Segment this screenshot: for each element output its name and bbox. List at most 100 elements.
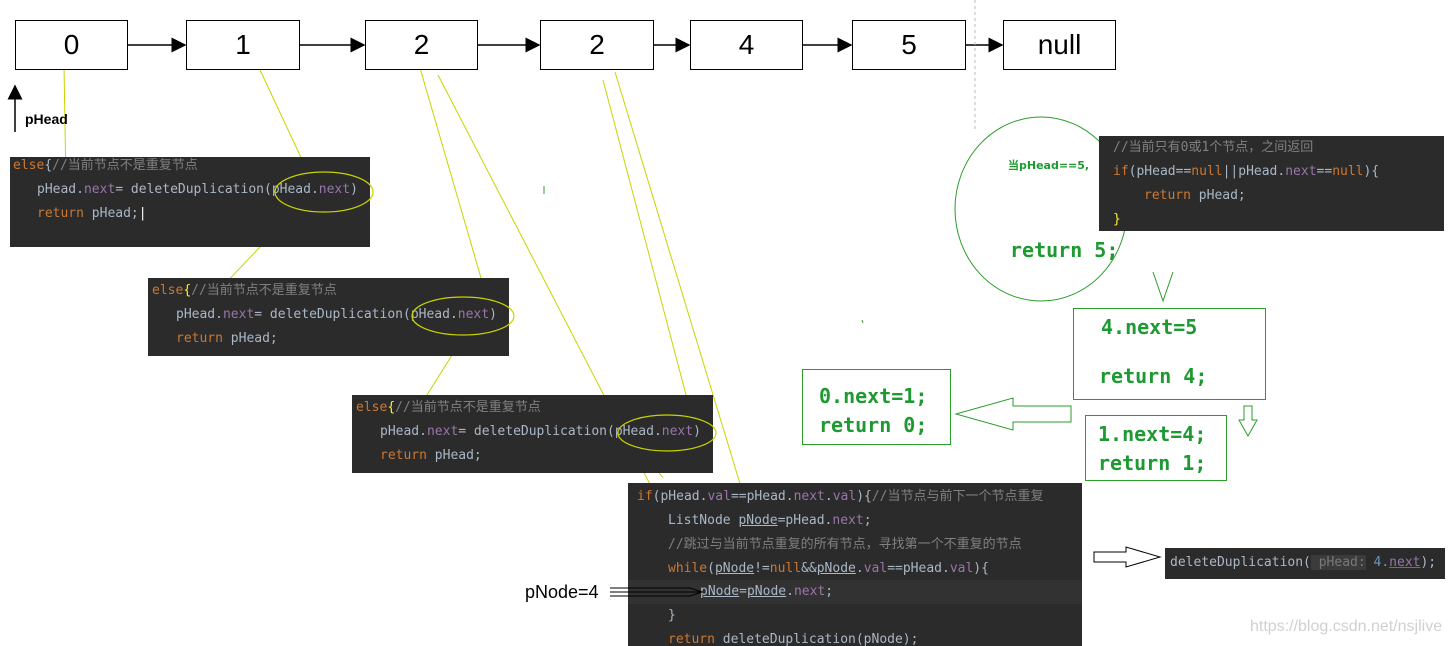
circle-condition-text: 当pHead==5, xyxy=(1008,159,1090,172)
code-text: ; xyxy=(863,513,872,528)
code-text: = deleteDuplication(pHead. xyxy=(115,182,319,197)
if-keyword: if xyxy=(1113,164,1129,179)
return-keyword: return xyxy=(1144,188,1191,203)
code-text: deleteDuplication( xyxy=(1170,555,1311,570)
pnode-var: pNode xyxy=(746,584,787,599)
code-text: } xyxy=(668,608,676,623)
code-text: ( xyxy=(707,561,715,576)
return-box-1: 1.next=4; return 1; xyxy=(1085,415,1227,481)
else-keyword: else xyxy=(356,400,388,415)
code-text: ==pHead. xyxy=(730,489,794,504)
return-box-text: return 4; xyxy=(1099,364,1208,388)
return-box-text: 0.next=1; xyxy=(819,384,928,408)
list-node-null: null xyxy=(1003,20,1116,70)
else-code-block-2: else{//当前节点不是重复节点 pHead. next= deleteDupl… xyxy=(148,278,509,356)
code-text: . xyxy=(824,489,833,504)
pnode-var: pNode xyxy=(700,584,740,599)
code-text: ){ xyxy=(973,561,989,576)
else-code-block-1: else{//当前节点不是重复节点 pHead.next= deleteDupl… xyxy=(10,157,370,247)
code-text: pHead; xyxy=(426,448,482,463)
else-keyword: else xyxy=(13,158,45,173)
return-box-text: return 0; xyxy=(819,413,928,437)
recursive-call-code-block: deleteDuplication( pHead: 4.next); xyxy=(1165,548,1445,579)
brace: { xyxy=(387,400,396,415)
next-field: next xyxy=(457,307,490,322)
code-comment: //当前节点不是重复节点 xyxy=(191,283,337,298)
code-text: } xyxy=(1113,212,1121,227)
next-field: next xyxy=(832,513,864,528)
code-text: (pHead. xyxy=(652,489,708,504)
code-text: . xyxy=(786,584,794,599)
code-comment: //当前只有0或1个节点，之间返回 xyxy=(1113,140,1314,155)
code-text: = deleteDuplication(pHead. xyxy=(254,307,458,322)
if-keyword: if xyxy=(637,489,653,504)
code-text: . xyxy=(855,561,864,576)
code-text: ) xyxy=(693,424,701,439)
return-keyword: return xyxy=(668,632,715,646)
code-text: pHead. xyxy=(176,307,223,322)
null-keyword: null xyxy=(1191,164,1223,179)
code-comment: //当节点与前下一个节点重复 xyxy=(871,489,1044,504)
code-text: pHead; xyxy=(222,331,278,346)
val-field: val xyxy=(863,561,888,576)
code-text: == xyxy=(1316,164,1333,179)
if-duplicate-code-block: if(pHead.val==pHead.next.val){//当节点与前下一个… xyxy=(628,483,1082,646)
val-field: val xyxy=(707,489,731,504)
else-keyword: else xyxy=(152,283,184,298)
next-field: next xyxy=(1389,555,1421,570)
return-box-0: 0.next=1; return 0; xyxy=(802,369,951,445)
phead-label: pHead xyxy=(25,111,68,127)
return-box-4: 4.next=5 return 4; xyxy=(1073,308,1266,400)
code-comment: //跳过与当前节点重复的所有节点，寻找第一个不重复的节点 xyxy=(668,537,1022,552)
highlight-ellipse-1 xyxy=(274,171,374,213)
list-node-2a: 2 xyxy=(365,20,478,70)
next-field: next xyxy=(426,424,459,439)
list-node-4: 4 xyxy=(690,20,803,70)
code-text: pHead. xyxy=(37,182,84,197)
code-text: =pHead. xyxy=(777,513,833,528)
code-text: pHead; xyxy=(1190,188,1246,203)
else-code-block-3: else{//当前节点不是重复节点 pHead.next= deleteDupl… xyxy=(352,395,713,473)
val-field: val xyxy=(832,489,857,504)
code-text: = deleteDuplication(pHead. xyxy=(458,424,662,439)
code-text: ); xyxy=(1420,555,1437,570)
list-node-2b: 2 xyxy=(540,20,654,70)
return-box-text: 1.next=4; xyxy=(1098,422,1207,446)
next-field: next xyxy=(83,182,116,197)
next-field: next xyxy=(1285,164,1317,179)
code-text: ){ xyxy=(1363,164,1380,179)
code-text: deleteDuplication(pNode); xyxy=(714,632,919,646)
null-keyword: null xyxy=(769,561,802,576)
down-chevron xyxy=(1152,271,1174,303)
pnode-var: pNode xyxy=(816,561,856,576)
return-box-text: return 1; xyxy=(1098,451,1207,475)
highlight-ellipse-2 xyxy=(411,296,515,336)
left-hollow-arrow xyxy=(954,397,1072,431)
code-text: ListNode xyxy=(668,513,739,528)
right-hollow-arrow xyxy=(1093,546,1162,568)
code-text: && xyxy=(801,561,817,576)
next-field: next xyxy=(318,182,351,197)
watermark: https://blog.csdn.net/nsjlive xyxy=(1250,618,1443,635)
brace: { xyxy=(44,158,53,173)
code-comment: //当前节点不是重复节点 xyxy=(52,158,198,173)
code-text: ||pHead. xyxy=(1222,164,1286,179)
code-text: pHead. xyxy=(380,424,427,439)
return-keyword: return xyxy=(37,206,84,221)
code-text: != xyxy=(754,561,770,576)
code-text: ) xyxy=(350,182,358,197)
list-node-0: 0 xyxy=(15,20,128,70)
brace: { xyxy=(183,283,192,298)
code-text: 4. xyxy=(1365,555,1390,570)
highlight-ellipse-3 xyxy=(617,414,717,452)
code-text: ){ xyxy=(856,489,872,504)
code-text: ) xyxy=(489,307,497,322)
param-hint: pHead: xyxy=(1310,555,1366,570)
circle-return-text: return 5; xyxy=(1010,238,1119,262)
code-text: = xyxy=(739,584,747,599)
next-field: next xyxy=(661,424,694,439)
list-node-1: 1 xyxy=(186,20,300,70)
